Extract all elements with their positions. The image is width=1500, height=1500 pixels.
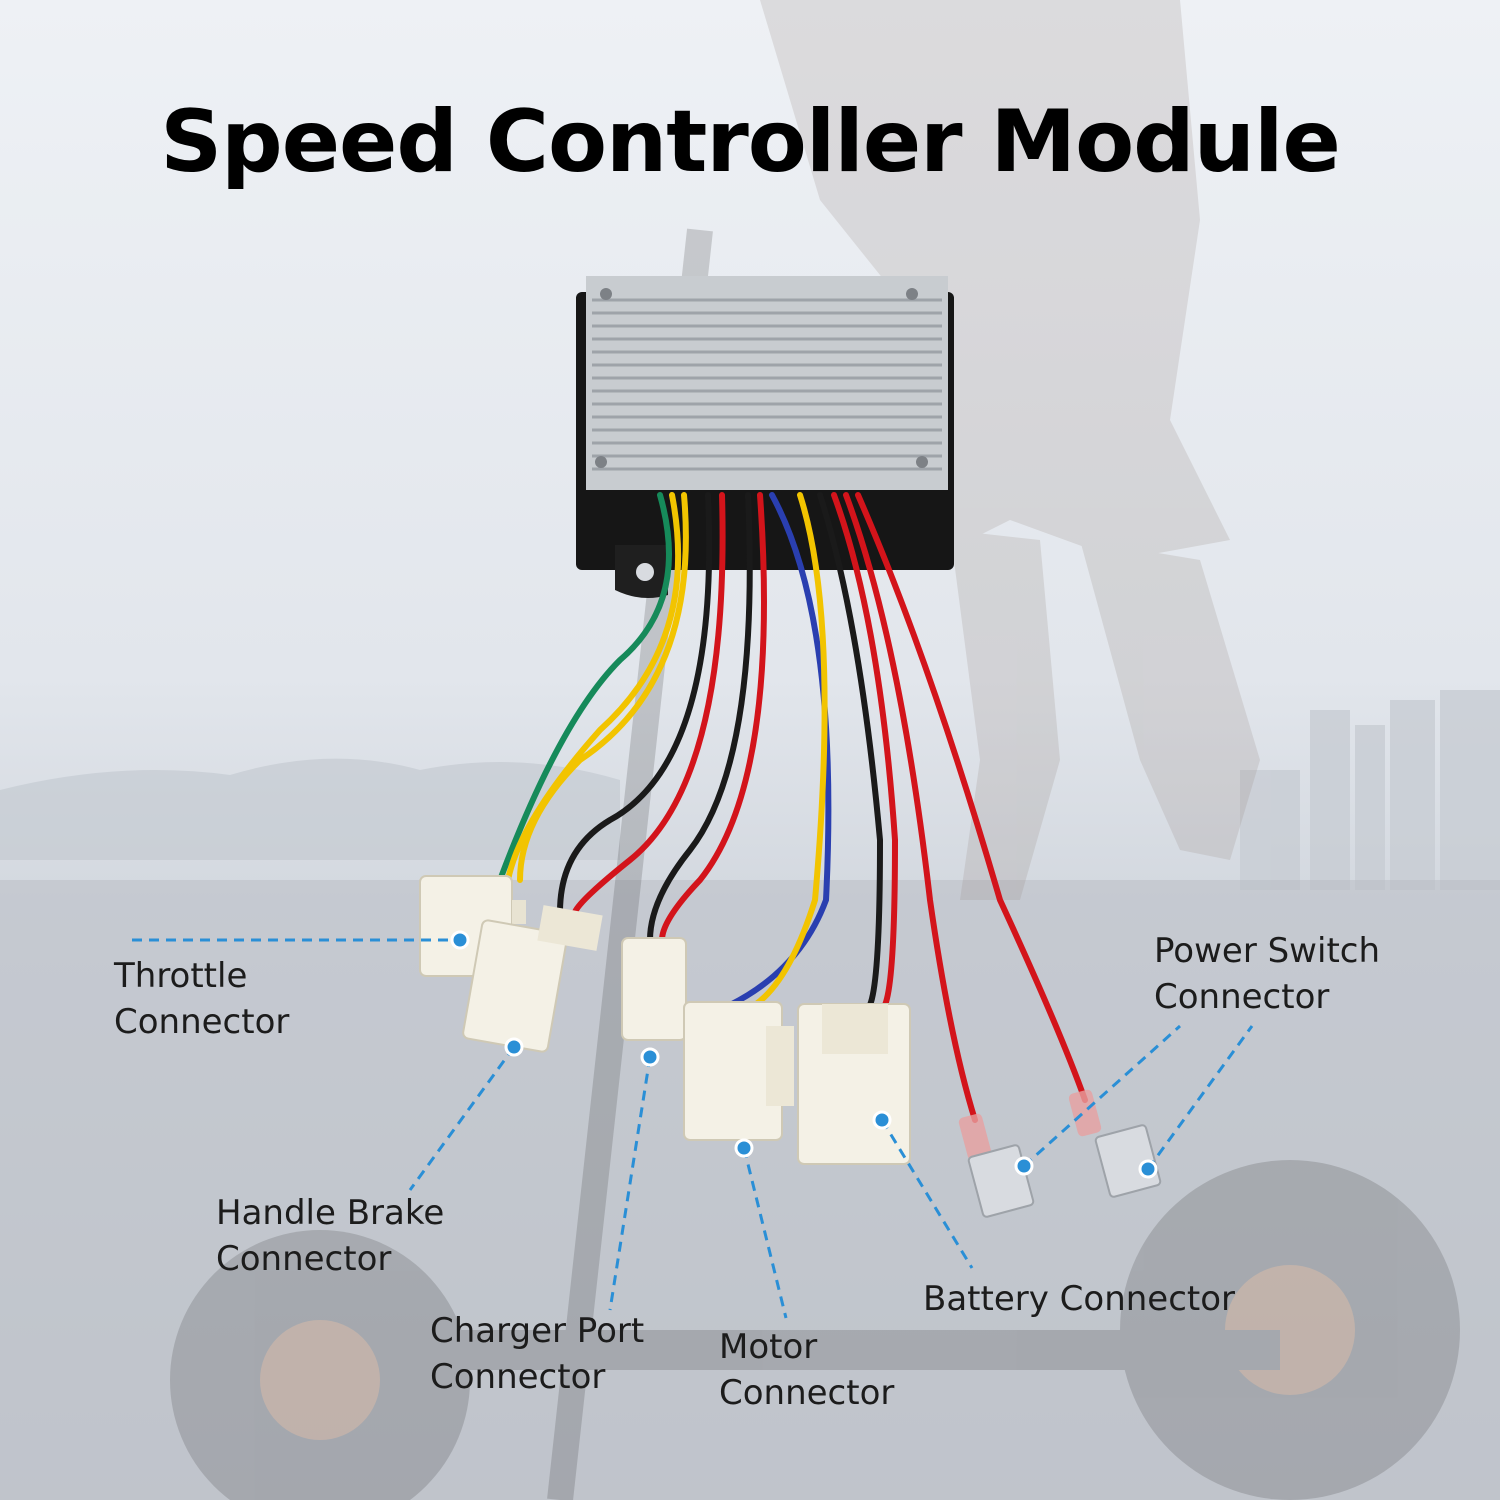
charger-port-connector: [621, 937, 687, 1041]
motor-connector: [683, 1001, 794, 1141]
callout-power-switch-a: [1022, 1024, 1182, 1168]
battery-connector-label: Battery Connector: [923, 1276, 1235, 1322]
throttle-label-line-1: Throttle: [114, 956, 248, 996]
power-switch-label-line-1: Power Switch: [1154, 931, 1381, 971]
throttle-label-line-2: Connector: [114, 1002, 290, 1042]
battery-label: Battery Connector: [923, 1279, 1236, 1319]
callout-lines: [132, 938, 1254, 1319]
charger-port-connector-label: Charger Port Connector: [430, 1308, 644, 1400]
motor-connector-label: Motor Connector: [719, 1324, 894, 1416]
power-switch-connector-label: Power Switch Connector: [1154, 928, 1380, 1020]
charger-port-label-line-2: Connector: [430, 1357, 606, 1397]
page-title: Speed Controller Module: [160, 92, 1341, 192]
wire-bundle: [497, 492, 1088, 1123]
motor-label-line-2: Connector: [719, 1373, 895, 1413]
callout-charger-port: [608, 1056, 652, 1311]
handle-brake-label-line-1: Handle Brake: [216, 1193, 445, 1233]
throttle-connector-label: Throttle Connector: [114, 953, 289, 1045]
charger-port-label-line-1: Charger Port: [430, 1311, 645, 1351]
callout-power-switch-b: [1146, 1025, 1254, 1170]
handle-brake-label-line-2: Connector: [216, 1239, 392, 1279]
callout-handle-brake: [408, 1046, 516, 1191]
handle-brake-connector-label: Handle Brake Connector: [216, 1190, 444, 1282]
callout-motor: [742, 1147, 788, 1319]
power-switch-label-line-2: Connector: [1154, 977, 1330, 1017]
heatsink: [586, 276, 948, 490]
motor-label-line-1: Motor: [719, 1327, 818, 1367]
callout-dots: [450, 930, 1158, 1179]
power-switch-terminals: [958, 1089, 1162, 1218]
handle-brake-connector: [462, 905, 603, 1053]
callout-battery: [880, 1119, 974, 1269]
